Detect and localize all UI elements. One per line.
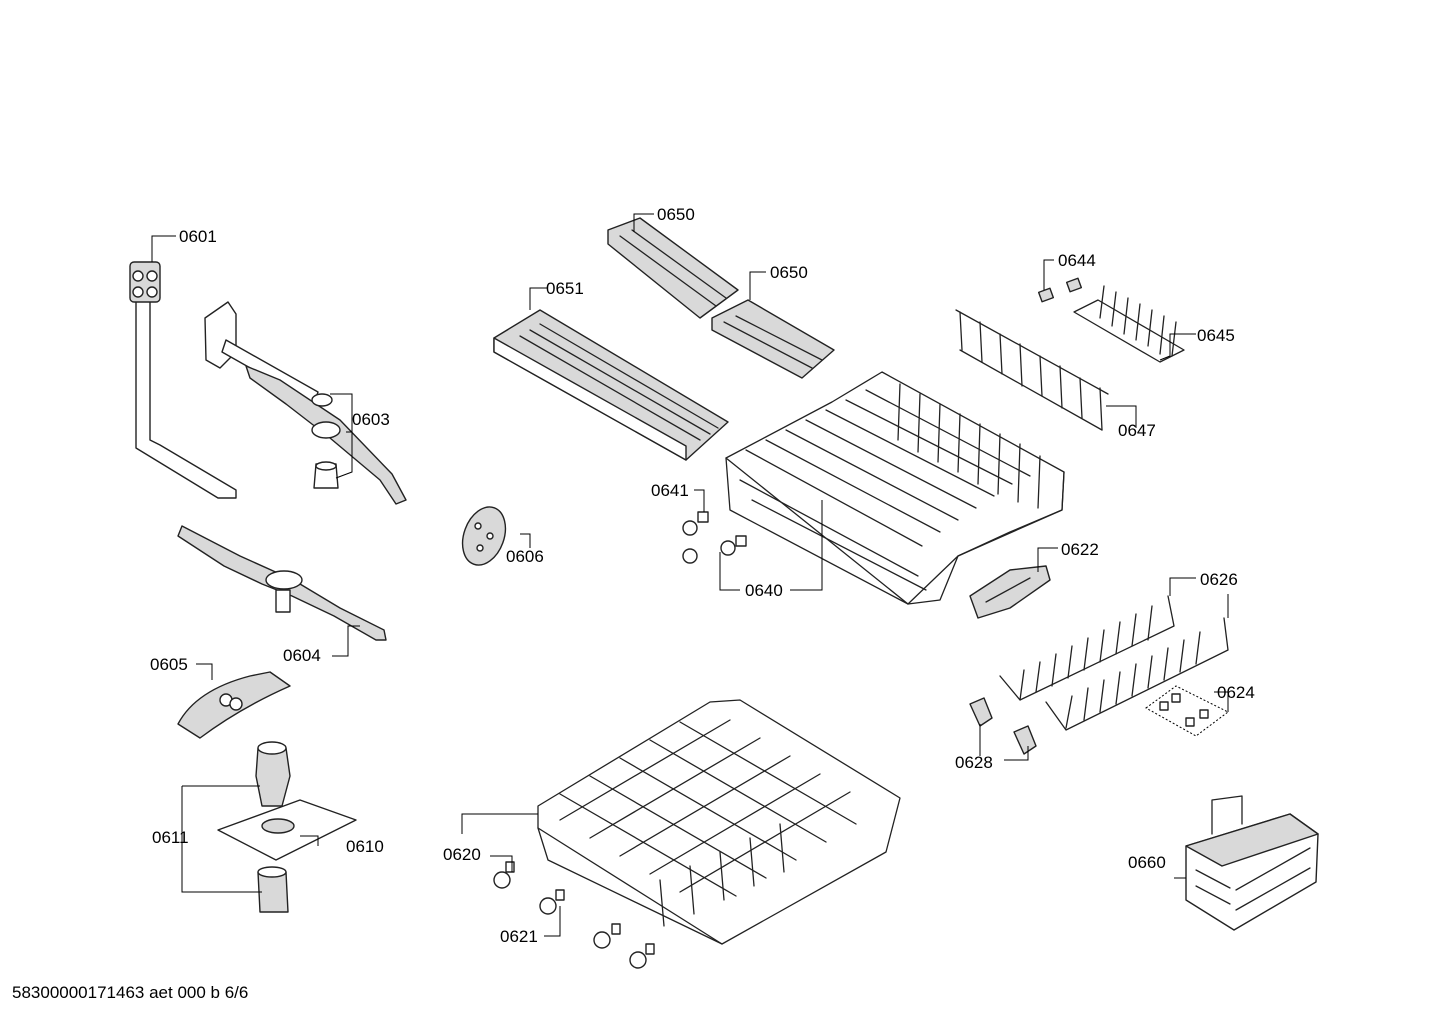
label-0640: 0640 — [745, 581, 783, 600]
leader-lines — [151, 213, 1229, 937]
label-0621: 0621 — [500, 927, 538, 946]
part-lower-basket — [537, 699, 901, 945]
label-0603: 0603 — [352, 410, 390, 429]
label-0650-a: 0650 — [657, 205, 695, 224]
drawing-number-footer: 58300000171463 aet 000 b 6/6 — [12, 983, 249, 1002]
label-0645: 0645 — [1197, 326, 1235, 345]
label-0647: 0647 — [1118, 421, 1156, 440]
part-0628-clips — [969, 697, 1037, 755]
part-0620-0621-wheels — [493, 861, 655, 969]
part-0650-insert-b — [711, 299, 835, 379]
part-0606-disc — [461, 506, 507, 566]
label-0611: 0611 — [152, 828, 189, 847]
label-0628: 0628 — [955, 753, 993, 772]
label-0601: 0601 — [179, 227, 217, 246]
part-0641-wheels — [682, 511, 747, 564]
part-0604-lower-spray-arm — [177, 525, 387, 641]
part-0610-0611-filter-system — [217, 741, 357, 913]
part-0660-cutlery-basket — [1185, 795, 1319, 931]
part-labels: 0601 0603 0604 0605 0606 0611 0610 0620 … — [150, 205, 1255, 946]
label-0605: 0605 — [150, 655, 188, 674]
part-0622-handle — [969, 565, 1051, 619]
part-0640-upper-basket — [725, 371, 1065, 605]
part-0605-cover — [177, 671, 291, 739]
label-0651: 0651 — [546, 279, 584, 298]
part-0603-upper-spray-arm — [204, 301, 407, 505]
label-0650-b: 0650 — [770, 263, 808, 282]
label-0660: 0660 — [1128, 853, 1166, 872]
label-0606: 0606 — [506, 547, 544, 566]
part-0645-rack — [1073, 285, 1185, 363]
label-0620: 0620 — [443, 845, 481, 864]
part-0647-cup-rack — [955, 309, 1109, 431]
label-0604: 0604 — [283, 646, 321, 665]
label-0624: 0624 — [1217, 683, 1255, 702]
label-0622: 0622 — [1061, 540, 1099, 559]
part-0651-cutlery-tray — [493, 309, 729, 461]
part-0601-supply-pipe — [129, 261, 237, 499]
part-0624-small-parts — [1145, 685, 1229, 737]
label-0626: 0626 — [1200, 570, 1238, 589]
part-0626-racks — [999, 595, 1229, 731]
label-0610: 0610 — [346, 837, 384, 856]
label-0641: 0641 — [651, 481, 689, 500]
part-0650-insert-a — [607, 217, 739, 319]
part-0644-clips — [1037, 277, 1083, 303]
label-0644: 0644 — [1058, 251, 1096, 270]
